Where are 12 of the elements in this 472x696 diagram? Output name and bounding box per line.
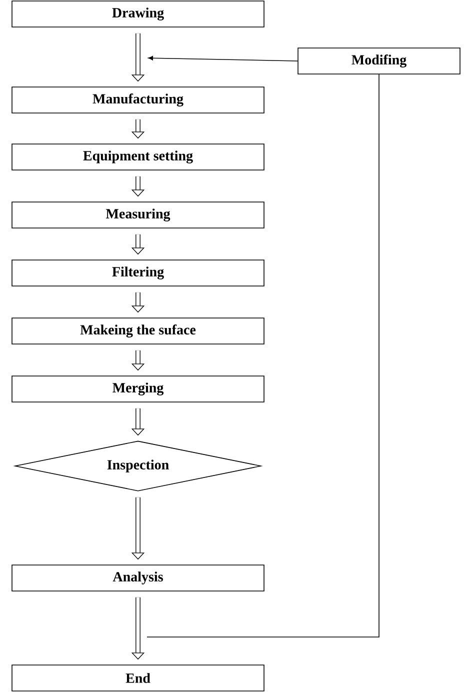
process-box: Merging [12, 376, 264, 402]
process-box: Makeing the suface [12, 318, 264, 344]
arrow [148, 56, 298, 62]
process-box: Manufacturing [12, 86, 264, 114]
process-box: Filtering [12, 260, 264, 286]
process-box: Equipment setting [12, 144, 264, 170]
connector-line [146, 74, 380, 638]
process-box: End [12, 664, 264, 692]
process-box: Analysis [12, 564, 264, 592]
process-box: Measuring [12, 202, 264, 228]
process-box: Modifing [298, 48, 460, 74]
process-box: Drawing [12, 0, 264, 28]
